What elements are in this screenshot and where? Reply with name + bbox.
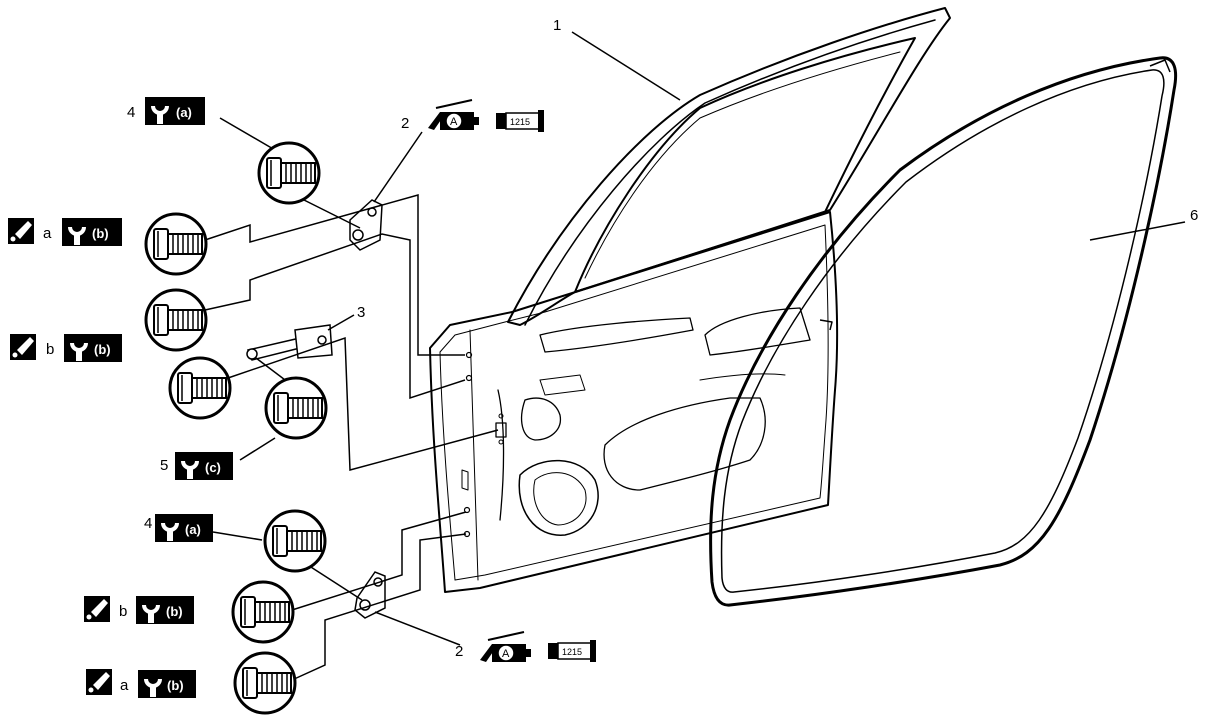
callout-2-top: 2 [401, 115, 409, 132]
bolt-icon [144, 288, 208, 352]
svg-text:b: b [119, 603, 127, 620]
svg-text:(b): (b) [92, 226, 109, 241]
tighten-order-icon [84, 596, 110, 622]
torque-badge-upper-a: a (b) [8, 218, 122, 246]
callout-1: 1 [553, 17, 561, 34]
torque-badge-upper-b: b (b) [10, 334, 122, 362]
tighten-order-icon [8, 218, 34, 244]
bolt-icon [231, 580, 295, 644]
svg-text:(c): (c) [205, 460, 221, 475]
bolt-icon [257, 141, 321, 205]
svg-text:b: b [46, 341, 54, 358]
door-panel [429, 7, 951, 593]
callout-4-bottom: 4 [144, 515, 152, 532]
bolt-icon [264, 376, 328, 440]
tighten-order-icon [10, 334, 36, 360]
svg-text:(b): (b) [167, 678, 184, 693]
bolt-icon [168, 356, 232, 420]
svg-text:(b): (b) [94, 342, 111, 357]
svg-text:(a): (a) [176, 105, 192, 120]
torque-badge-check-5: (c) [175, 452, 233, 480]
sealant-tube-icon: 1215 [548, 640, 596, 662]
grease-gun-icon: A [428, 99, 479, 130]
leader-lines [204, 31, 1186, 681]
svg-text:A: A [502, 648, 510, 660]
torque-badge-lower-a: a (b) [86, 669, 196, 698]
weatherstrip [709, 56, 1178, 607]
callout-5: 5 [160, 457, 168, 474]
grease-symbol-top: A 1215 [428, 99, 544, 132]
tighten-order-icon [86, 669, 112, 695]
grease-gun-icon: A [480, 631, 531, 662]
callout-4-top: 4 [127, 104, 135, 121]
torque-badge-lower-4: (a) [155, 514, 213, 542]
svg-text:1215: 1215 [562, 647, 582, 657]
grease-symbol-bottom: A 1215 [480, 631, 596, 662]
sealant-tube-icon: 1215 [496, 110, 544, 132]
callout-2-bottom: 2 [455, 643, 463, 660]
svg-text:(b): (b) [166, 604, 183, 619]
svg-text:(a): (a) [185, 522, 201, 537]
callout-3: 3 [357, 304, 365, 321]
svg-text:A: A [450, 116, 458, 128]
svg-text:1215: 1215 [510, 117, 530, 127]
svg-text:a: a [120, 677, 129, 694]
torque-badge-upper-4: (a) [145, 97, 205, 125]
svg-text:a: a [43, 225, 52, 242]
bolt-icon [233, 651, 297, 715]
lower-hinge [354, 571, 386, 619]
bolt-icon [263, 509, 327, 573]
torque-badge-lower-b: b (b) [84, 596, 194, 624]
bolt-icon [144, 212, 208, 276]
callout-6: 6 [1190, 207, 1198, 224]
door-check [246, 324, 333, 361]
